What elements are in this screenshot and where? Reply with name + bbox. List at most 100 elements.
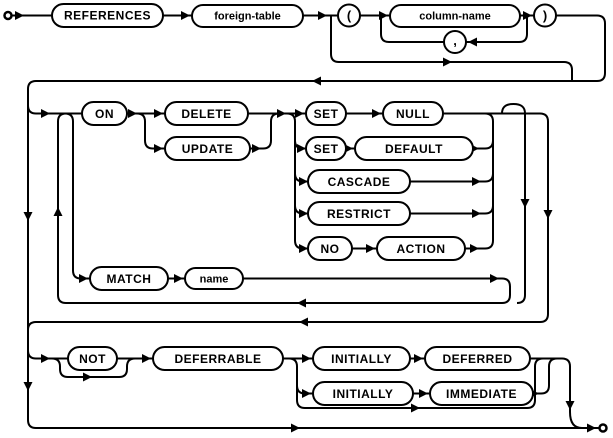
deferrable-label: DEFERRABLE (174, 352, 261, 366)
arrowhead-icon (252, 144, 261, 153)
start-terminal-icon (3, 10, 13, 21)
no-label: NO (321, 242, 340, 256)
restrict-box (307, 201, 411, 226)
comma-label: , (453, 33, 457, 48)
arrowhead-icon (154, 109, 163, 118)
arrowhead-icon (414, 354, 423, 363)
set-b-label: SET (314, 142, 339, 156)
delete-label: DELETE (181, 107, 231, 121)
immediate-label: IMMEDIATE (446, 387, 517, 401)
node-name: name (184, 267, 244, 290)
arrowhead-icon (372, 109, 381, 118)
deferred-label: DEFERRED (442, 352, 512, 366)
arrowhead-icon (299, 209, 308, 218)
node-foreign-table: foreign-table (191, 4, 304, 28)
arrowhead-icon (154, 144, 163, 153)
arrowhead-icon (174, 274, 183, 283)
arrowhead-icon (318, 11, 327, 20)
arrowhead-icon (468, 37, 477, 47)
cascade-box (307, 169, 411, 194)
foreign-table-label: foreign-table (214, 11, 281, 23)
initially-a-box (312, 346, 411, 371)
node-deferred: DEFERRED (424, 346, 531, 371)
arrowhead-icon (291, 423, 300, 433)
node-cascade: CASCADE (307, 169, 411, 194)
delete-box (164, 101, 249, 126)
node-no: NO (307, 236, 353, 261)
arrowhead-icon (41, 109, 50, 118)
arrowhead-icon (523, 11, 532, 20)
node-initially-immediate-initially: INITIALLY (312, 381, 414, 406)
deferrable-box (152, 346, 284, 371)
column-name-box (389, 4, 521, 28)
node-initially-deferred-initially: INITIALLY (312, 346, 411, 371)
update-label: UPDATE (182, 142, 233, 156)
node-close-paren: ) (533, 3, 557, 28)
rail-hop-loopback (501, 103, 526, 304)
initially-b-label: INITIALLY (333, 387, 394, 401)
node-references: REFERENCES (51, 3, 164, 28)
not-label: NOT (79, 352, 106, 366)
name-label: name (200, 274, 229, 286)
set-b-box (305, 136, 347, 161)
close-paren-circle (533, 3, 557, 28)
arrowhead-icon (297, 144, 306, 153)
node-on: ON (81, 101, 128, 126)
on-box (81, 101, 128, 126)
no-box (307, 236, 353, 261)
set-a-box (305, 101, 347, 126)
comma-circle (443, 30, 467, 54)
deferred-box (424, 346, 531, 371)
on-label: ON (95, 107, 114, 121)
immediate-box (429, 381, 534, 406)
node-delete: DELETE (164, 101, 249, 126)
not-box (67, 346, 118, 371)
node-not: NOT (67, 346, 118, 371)
arrowhead-icon (53, 207, 63, 216)
node-set-null-set: SET (305, 101, 347, 126)
arrowhead-icon (23, 382, 33, 391)
arrowhead-icon (587, 423, 596, 433)
arrowhead-icon (277, 109, 286, 118)
arrowhead-icon (142, 354, 151, 363)
node-set-default-set: SET (305, 136, 347, 161)
node-update: UPDATE (164, 136, 251, 161)
column-name-label: column-name (419, 11, 491, 23)
arrowhead-icon (379, 11, 388, 20)
rail-null-out-exit (27, 112, 549, 331)
action-label: ACTION (397, 242, 446, 256)
arrowhead-icon (15, 11, 24, 20)
null-label: NULL (396, 107, 430, 121)
arrowhead-icon (41, 354, 50, 363)
update-box (164, 136, 251, 161)
null-box (382, 101, 444, 126)
node-match: MATCH (89, 266, 169, 291)
set-a-label: SET (314, 107, 339, 121)
references-label: REFERENCES (64, 9, 151, 23)
arrowhead-icon (472, 177, 481, 186)
node-null: NULL (382, 101, 444, 126)
arrowhead-icon (366, 244, 375, 253)
arrowhead-icon (299, 317, 308, 327)
close-paren-label: ) (543, 8, 547, 23)
arrowhead-icon (181, 11, 190, 20)
arrowhead-icon (299, 177, 308, 186)
arrowhead-icon (299, 244, 308, 253)
arrowhead-icon (543, 210, 553, 219)
node-open-paren: ( (337, 3, 361, 28)
references-box (51, 3, 164, 28)
rail-comma-loop (380, 16, 528, 43)
initially-b-box (312, 381, 414, 406)
arrowhead-icon (297, 298, 306, 308)
arrowhead-icon (565, 401, 575, 410)
arrowhead-icon (470, 244, 479, 253)
node-action: ACTION (376, 236, 466, 261)
node-comma: , (443, 30, 467, 54)
node-immediate: IMMEDIATE (429, 381, 534, 406)
end-terminal-icon (598, 423, 608, 433)
node-deferrable: DEFERRABLE (152, 346, 284, 371)
match-box (89, 266, 169, 291)
arrowhead-icon (302, 389, 311, 398)
open-paren-label: ( (347, 8, 352, 23)
